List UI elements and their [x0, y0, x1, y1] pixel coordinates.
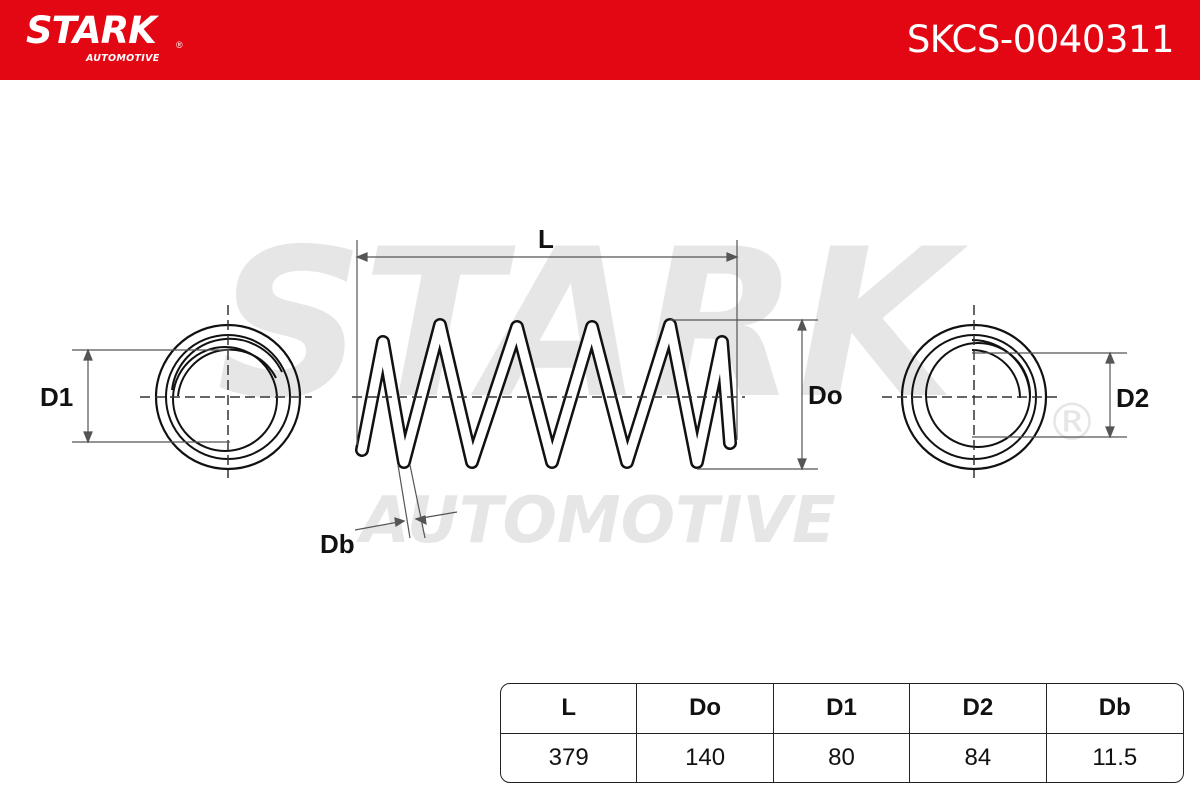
spec-value-l: 379	[501, 733, 638, 782]
logo-text: STARK	[26, 9, 157, 52]
do-dimension	[670, 318, 818, 471]
spec-value-row: 379 140 80 84 11.5	[501, 733, 1183, 782]
right-centerlines	[882, 305, 1060, 478]
left-coil-end	[171, 337, 283, 391]
spec-header-db: Db	[1046, 684, 1183, 734]
db-dimension	[354, 464, 458, 539]
watermark-registered: ®	[1046, 393, 1098, 453]
right-coil-end-inner	[971, 349, 1021, 399]
d2-dimension	[972, 351, 1127, 439]
spec-value-d2: 84	[910, 733, 1047, 782]
spec-header-d2: D2	[910, 684, 1047, 734]
right-coil-end	[971, 339, 1031, 399]
spec-value-db: 11.5	[1092, 743, 1138, 771]
logo-registered-mark: ®	[176, 40, 183, 50]
d1-dimension	[72, 348, 230, 444]
spec-header-d1: D1	[773, 684, 911, 734]
spec-value-d1: 80	[774, 733, 911, 782]
watermark-automotive: AUTOMOTIVE	[355, 484, 836, 558]
watermark: STARK AUTOMOTIVE ®	[217, 206, 1098, 558]
l-dimension	[355, 240, 739, 445]
db-label: Db	[320, 529, 355, 559]
left-inner-ring	[172, 346, 278, 452]
spec-table: L Do D1 D2 Db 379 140 80 84 11.5	[500, 683, 1184, 783]
left-centerlines	[140, 305, 312, 478]
part-number: SKCS-0040311	[906, 18, 1175, 61]
spring-diagram: STARK AUTOMOTIVE ® D1	[40, 206, 1149, 559]
stark-logo: STARK ® AUTOMOTIVE	[26, 9, 183, 65]
spec-value-do: 140	[637, 733, 774, 782]
spec-header-l: L	[501, 684, 638, 734]
header-bar: STARK ® AUTOMOTIVE SKCS-0040311	[0, 0, 1200, 80]
spec-header-do: Do	[637, 684, 774, 734]
spring-coil-fill	[357, 320, 735, 467]
d2-label: D2	[1116, 383, 1149, 413]
d1-label: D1	[40, 382, 73, 412]
logo-subtext: AUTOMOTIVE	[86, 53, 160, 64]
l-label: L	[538, 224, 554, 254]
spec-header-row: L Do D1 D2 Db	[501, 684, 1183, 734]
do-label: Do	[808, 380, 843, 410]
spring-side-view	[355, 318, 737, 469]
